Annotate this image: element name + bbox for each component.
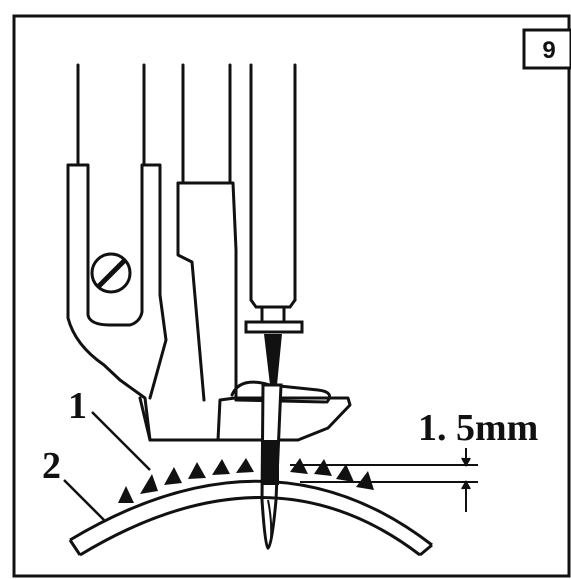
needle	[260, 334, 283, 550]
measurement-label: 1. 5mm	[418, 407, 538, 449]
callout-label-2: 2	[42, 445, 61, 487]
presser-bar	[176, 63, 331, 404]
feed-dog	[68, 458, 433, 557]
screw-icon	[90, 252, 132, 294]
figure-number: 9	[542, 37, 555, 64]
presser-foot	[66, 63, 352, 442]
callout-label-1: 1	[68, 385, 87, 427]
callout-leaders	[63, 411, 151, 521]
gap-dimension	[290, 448, 478, 512]
figure-number-box: 9	[522, 28, 571, 70]
figure-frame	[12, 14, 571, 578]
needle-bar	[244, 63, 304, 334]
